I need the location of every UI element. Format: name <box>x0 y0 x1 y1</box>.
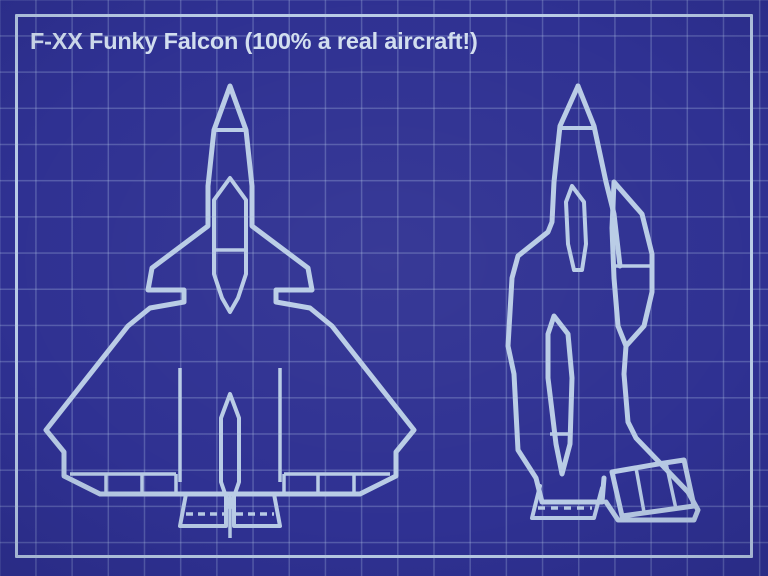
intake-fairing-outline <box>609 179 655 349</box>
exhaust-nozzle-right <box>232 492 282 528</box>
side-view-drawing <box>505 83 701 523</box>
top-view-drawing <box>43 83 417 538</box>
wing-panel-line-2 <box>664 462 678 510</box>
exhaust-nozzle-left <box>178 492 228 528</box>
airframe-outline-top <box>43 83 417 497</box>
exhaust-nozzle-outline <box>530 484 604 520</box>
vertical-stabilizer-side <box>545 313 575 477</box>
canopy-outline <box>564 184 588 272</box>
aft-fuselage-contour <box>603 343 701 523</box>
vertical-stabilizer-top <box>219 392 241 510</box>
frame-border <box>15 14 753 558</box>
wing-planform-outline <box>609 457 697 519</box>
fuselage-left-contour <box>505 83 607 505</box>
page-title: F-XX Funky Falcon (100% a real aircraft!… <box>30 28 478 54</box>
fuselage-right-contour <box>575 83 623 269</box>
wing-panel-line-1 <box>634 467 646 513</box>
canopy-outline <box>212 176 248 314</box>
